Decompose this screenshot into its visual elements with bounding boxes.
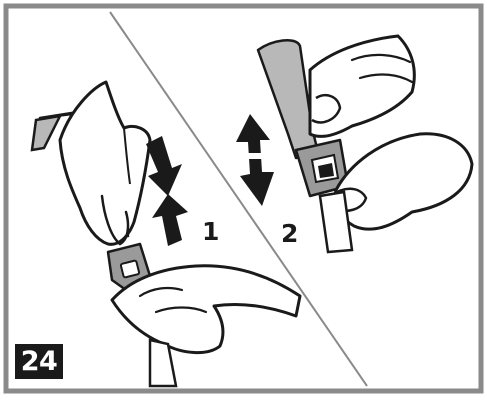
callout-number-2: 2 <box>281 221 298 246</box>
step-number-badge: 24 <box>15 344 63 379</box>
double-arrow-gap <box>240 153 272 159</box>
callout-number-1: 1 <box>202 219 219 244</box>
left-buckle-slot <box>121 260 140 277</box>
